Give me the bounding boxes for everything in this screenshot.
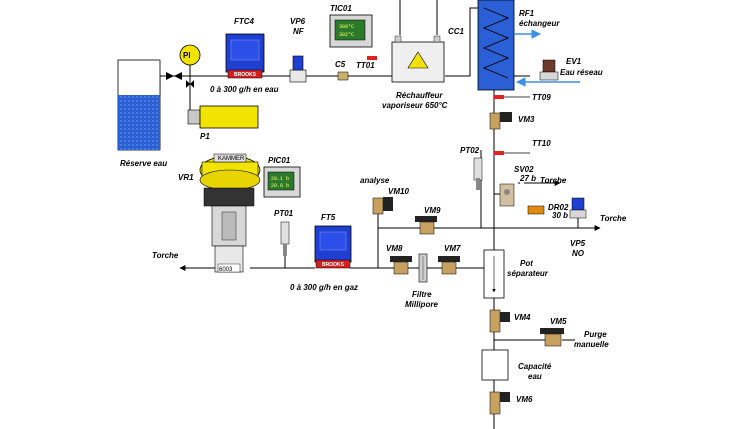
torche-sv02: Torche bbox=[540, 176, 567, 185]
vp6-label: VP6 bbox=[290, 17, 306, 26]
manual-valve-vm6 bbox=[489, 391, 510, 415]
tic01-label: TIC01 bbox=[330, 4, 352, 13]
tic01-display-2: 302°C bbox=[339, 32, 354, 38]
torche-left: Torche bbox=[152, 251, 179, 260]
heater-vaporiser: ⚡ bbox=[391, 35, 445, 83]
pressure-controller-pic01: 20.1 b 20.0 b bbox=[263, 166, 301, 198]
separator-pot bbox=[483, 249, 505, 299]
vm7-label: VM7 bbox=[444, 244, 461, 253]
filter-millipore bbox=[418, 253, 428, 283]
temperature-sensor-tt10 bbox=[494, 151, 530, 155]
tic01-display-1: 300°C bbox=[339, 24, 354, 30]
pi-label: PI bbox=[183, 51, 191, 60]
temperature-controller-tic01: 300°C 302°C bbox=[329, 14, 373, 48]
dr02-set: 30 b bbox=[552, 211, 568, 220]
rf1-label: RF1 bbox=[519, 9, 535, 18]
torche-vp5: Torche bbox=[600, 214, 627, 223]
sv02-set: 27 b bbox=[519, 174, 536, 183]
rf1-desc: échangeur bbox=[519, 19, 560, 28]
valve-tag: 6003 bbox=[219, 267, 233, 273]
flow-range-gas: 0 à 300 g/h en gaz bbox=[290, 283, 358, 292]
dr02-label: DR02 bbox=[548, 203, 569, 212]
filter-label-1: Filtre bbox=[412, 290, 432, 299]
fitting-c5 bbox=[337, 71, 349, 81]
ft5-brand: BROOKS bbox=[322, 262, 345, 268]
manual-valve-vm7 bbox=[438, 256, 460, 275]
valve-vp6 bbox=[289, 55, 307, 83]
warning-icon: ⚡ bbox=[415, 60, 422, 68]
ftc4-brand: BROOKS bbox=[234, 72, 257, 78]
tt10-label: TT10 bbox=[532, 139, 551, 148]
tt09-label: TT09 bbox=[532, 93, 551, 102]
capacity-label-2: eau bbox=[528, 372, 542, 381]
pic01-label: PIC01 bbox=[268, 156, 291, 165]
filter-label-2: Millipore bbox=[405, 300, 438, 309]
water-reservoir bbox=[117, 59, 161, 151]
vm5-label: VM5 bbox=[550, 317, 567, 326]
purge-label-1: Purge bbox=[584, 330, 607, 339]
c5-label: C5 bbox=[335, 60, 346, 69]
manual-valve-vm10 bbox=[372, 197, 393, 215]
check-valve-reservoir bbox=[186, 80, 194, 88]
flow-range-water: 0 à 300 g/h en eau bbox=[210, 85, 279, 94]
vr1-label: VR1 bbox=[178, 173, 194, 182]
capacity-label-1: Capacité bbox=[518, 362, 552, 371]
sv02-label: SV02 bbox=[514, 165, 534, 174]
temperature-sensor-tt01-top bbox=[367, 56, 377, 60]
pt01-label: PT01 bbox=[274, 209, 294, 218]
manual-valve-vm9 bbox=[415, 216, 437, 235]
ev1-desc: Eau réseau bbox=[560, 68, 603, 77]
vp5-state: NO bbox=[572, 249, 585, 258]
safety-valve-sv02 bbox=[499, 183, 515, 207]
vm10-label: VM10 bbox=[388, 187, 409, 196]
cc1-label: CC1 bbox=[448, 27, 465, 36]
purge-label-2: manuelle bbox=[574, 340, 609, 349]
tt01-top-label: TT01 bbox=[356, 61, 375, 70]
p1-label: P1 bbox=[200, 132, 210, 141]
vm9-label: VM9 bbox=[424, 206, 441, 215]
vm4-label: VM4 bbox=[514, 313, 531, 322]
ft5-label: FT5 bbox=[321, 213, 336, 222]
water-capacity bbox=[481, 349, 509, 381]
pressure-transmitter-pt01 bbox=[280, 221, 290, 256]
manual-valve-vm8 bbox=[390, 256, 412, 275]
pressure-indicator-pi: PI bbox=[179, 44, 201, 66]
vr1-brand: KAMMER bbox=[218, 156, 245, 162]
pot-label-2: séparateur bbox=[507, 269, 549, 278]
vm3-label: VM3 bbox=[518, 115, 535, 124]
manual-valve-vm5 bbox=[540, 328, 564, 347]
regulator-dr02 bbox=[527, 205, 545, 215]
reservoir-label: Réserve eau bbox=[120, 159, 167, 168]
manual-valve-vm4 bbox=[489, 309, 510, 333]
manual-valve-vm3 bbox=[489, 112, 512, 130]
heat-exchanger-rf1 bbox=[477, 0, 580, 91]
pump-p1 bbox=[187, 105, 259, 129]
check-valve-top bbox=[166, 72, 182, 80]
solenoid-valve-ev1 bbox=[539, 59, 559, 81]
ev1-label: EV1 bbox=[566, 57, 582, 66]
valve-vp5 bbox=[569, 197, 587, 219]
heater-label-1: Réchauffeur bbox=[396, 91, 443, 100]
heater-label-2: vaporiseur 650°C bbox=[382, 101, 448, 110]
pic01-display-2: 20.0 b bbox=[271, 183, 289, 189]
pic01-display-1: 20.1 b bbox=[271, 176, 289, 182]
mass-flow-meter-ft5: BROOKS bbox=[314, 225, 352, 269]
analyse-label: analyse bbox=[360, 176, 390, 185]
pot-label-1: Pot bbox=[520, 259, 533, 268]
vm8-label: VM8 bbox=[386, 244, 403, 253]
pressure-transmitter-pt02 bbox=[473, 157, 483, 190]
vp5-label: VP5 bbox=[570, 239, 586, 248]
ftc4-label: FTC4 bbox=[234, 17, 255, 26]
regulating-valve-vr1: KAMMER 6003 bbox=[199, 153, 261, 273]
temperature-sensor-tt09 bbox=[494, 95, 530, 99]
vp6-state: NF bbox=[293, 27, 305, 36]
vm6-label: VM6 bbox=[516, 395, 533, 404]
pt02-label: PT02 bbox=[460, 146, 480, 155]
mass-flow-controller-ftc4: BROOKS bbox=[225, 33, 265, 79]
